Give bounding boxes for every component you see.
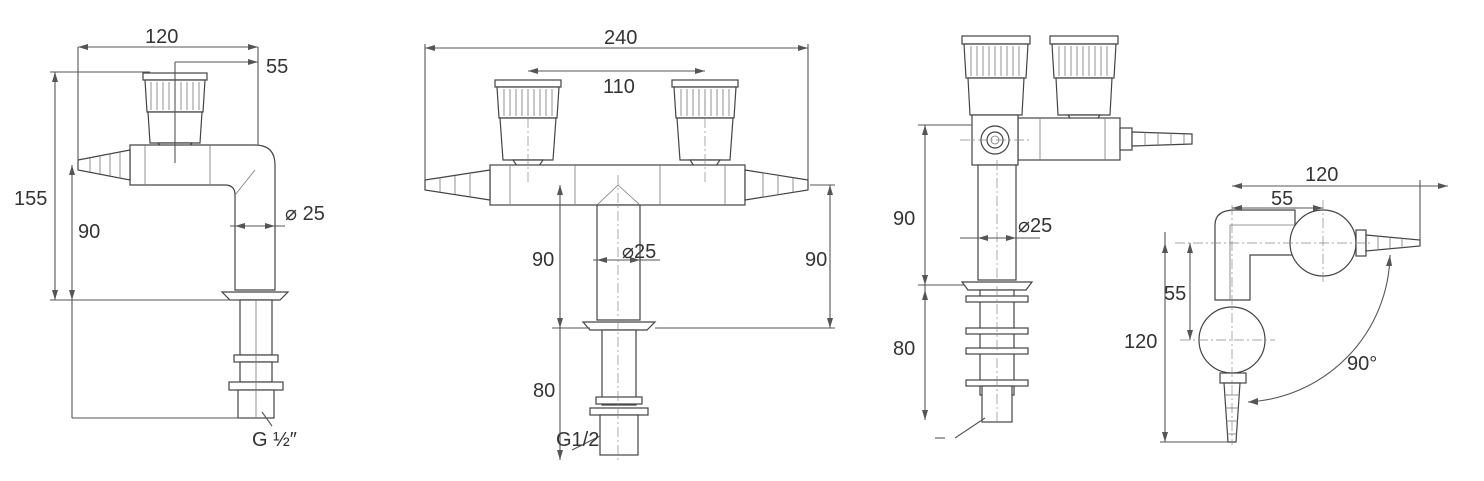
v3-diameter-label: ⌀25 bbox=[1018, 215, 1052, 237]
v2-right-height-label: 90 bbox=[805, 249, 827, 271]
v1-thread-label: G ½″ bbox=[252, 429, 297, 451]
v4-width-label: 120 bbox=[1305, 164, 1338, 186]
v1-leg-label: 90 bbox=[78, 221, 100, 243]
view-double-tap-side: 90 80 ⌀25 bbox=[893, 35, 1193, 439]
view-single-tap-side: 120 55 155 90 ⌀ 25 G ½″ bbox=[14, 26, 325, 451]
v1-height-label: 155 bbox=[14, 188, 47, 210]
v2-spacing-label: 110 bbox=[603, 76, 635, 98]
knob-front bbox=[961, 35, 1031, 116]
v2-shank-label: 80 bbox=[533, 380, 555, 402]
v3-shank-label: 80 bbox=[893, 338, 915, 360]
v1-offset-label: 55 bbox=[266, 56, 288, 78]
v1-diameter-label: ⌀ 25 bbox=[285, 203, 325, 225]
v2-diameter-label: ⌀25 bbox=[622, 241, 656, 263]
view-double-tap-front: 240 110 90 90 ⌀25 80 G1/2 bbox=[424, 27, 835, 460]
v4-offset-x-label: 55 bbox=[1271, 188, 1293, 210]
v2-left-height-label: 90 bbox=[532, 249, 554, 271]
v4-offset-y-label: 55 bbox=[1164, 283, 1186, 305]
v2-width-label: 240 bbox=[604, 27, 637, 49]
view-double-tap-top: 120 55 55 120 90° bbox=[1124, 164, 1448, 445]
v1-width-label: 120 bbox=[145, 26, 178, 48]
v4-angle-label: 90° bbox=[1347, 353, 1377, 375]
v2-thread-label: G1/2 bbox=[556, 429, 599, 451]
v3-height-label: 90 bbox=[893, 208, 915, 230]
v4-height-label: 120 bbox=[1124, 331, 1157, 353]
